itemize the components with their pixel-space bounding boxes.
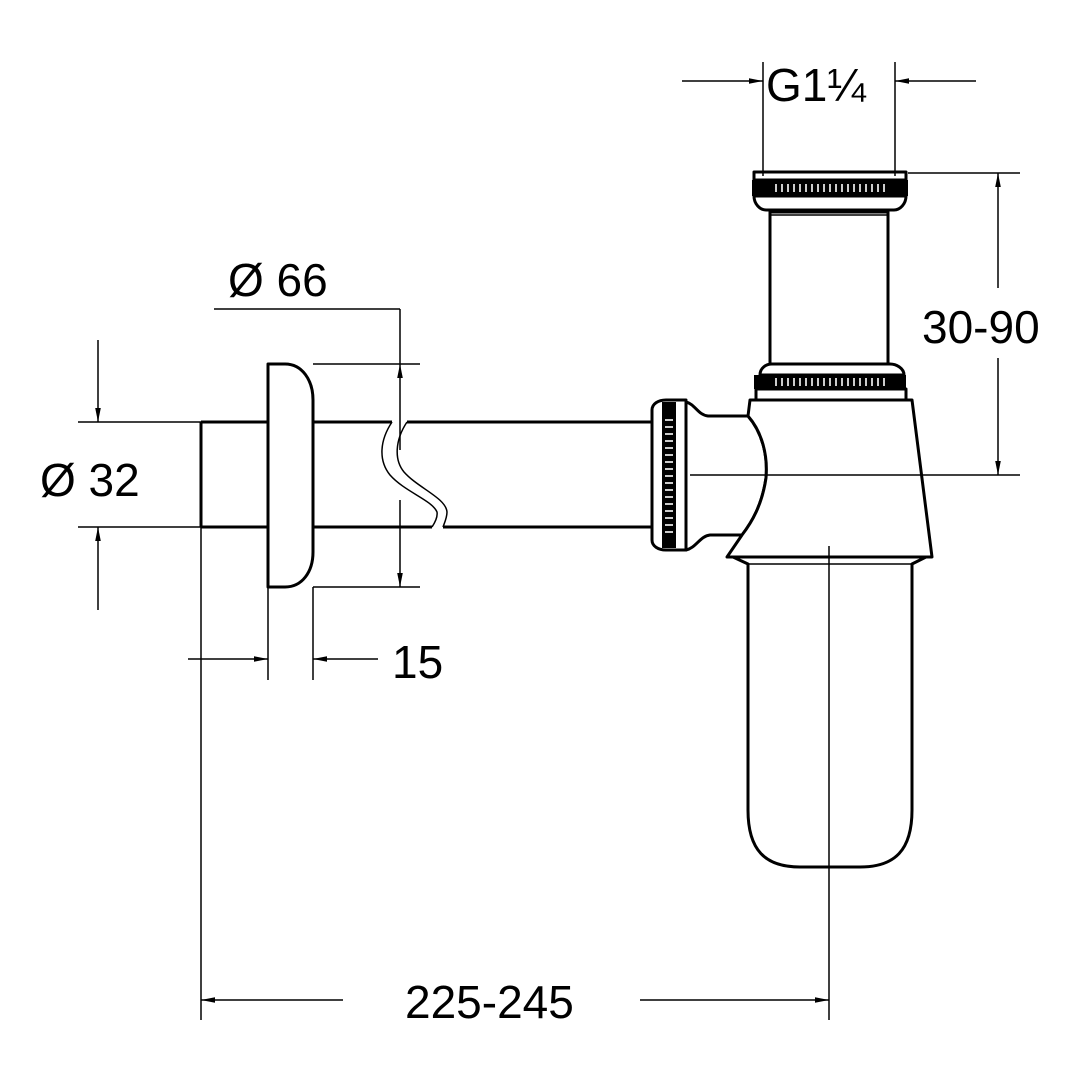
thread-size-label: G1¼ bbox=[766, 59, 866, 111]
tailpiece bbox=[752, 170, 908, 402]
inlet-union-nut bbox=[650, 398, 768, 552]
dim-rosette-diameter: Ø 66 bbox=[214, 254, 420, 588]
dim-tailpiece-height: 30-90 bbox=[908, 172, 1040, 475]
rosette-diameter-label: Ø 66 bbox=[228, 254, 328, 306]
dim-rosette-depth: 15 bbox=[188, 587, 443, 688]
tailpiece-height-label: 30-90 bbox=[922, 301, 1040, 353]
dim-pipe-diameter: Ø 32 bbox=[40, 340, 201, 610]
rosette-depth-label: 15 bbox=[392, 636, 443, 688]
horizontal-pipe bbox=[199, 420, 652, 529]
dim-thread-size: G1¼ bbox=[682, 59, 976, 176]
dim-projection-length: 225-245 bbox=[200, 527, 829, 1028]
pipe-diameter-label: Ø 32 bbox=[40, 454, 140, 506]
wall-rosette bbox=[266, 362, 315, 589]
trap-body bbox=[725, 398, 934, 559]
centre-lines bbox=[690, 474, 1020, 1020]
projection-length-label: 225-245 bbox=[405, 976, 574, 1028]
